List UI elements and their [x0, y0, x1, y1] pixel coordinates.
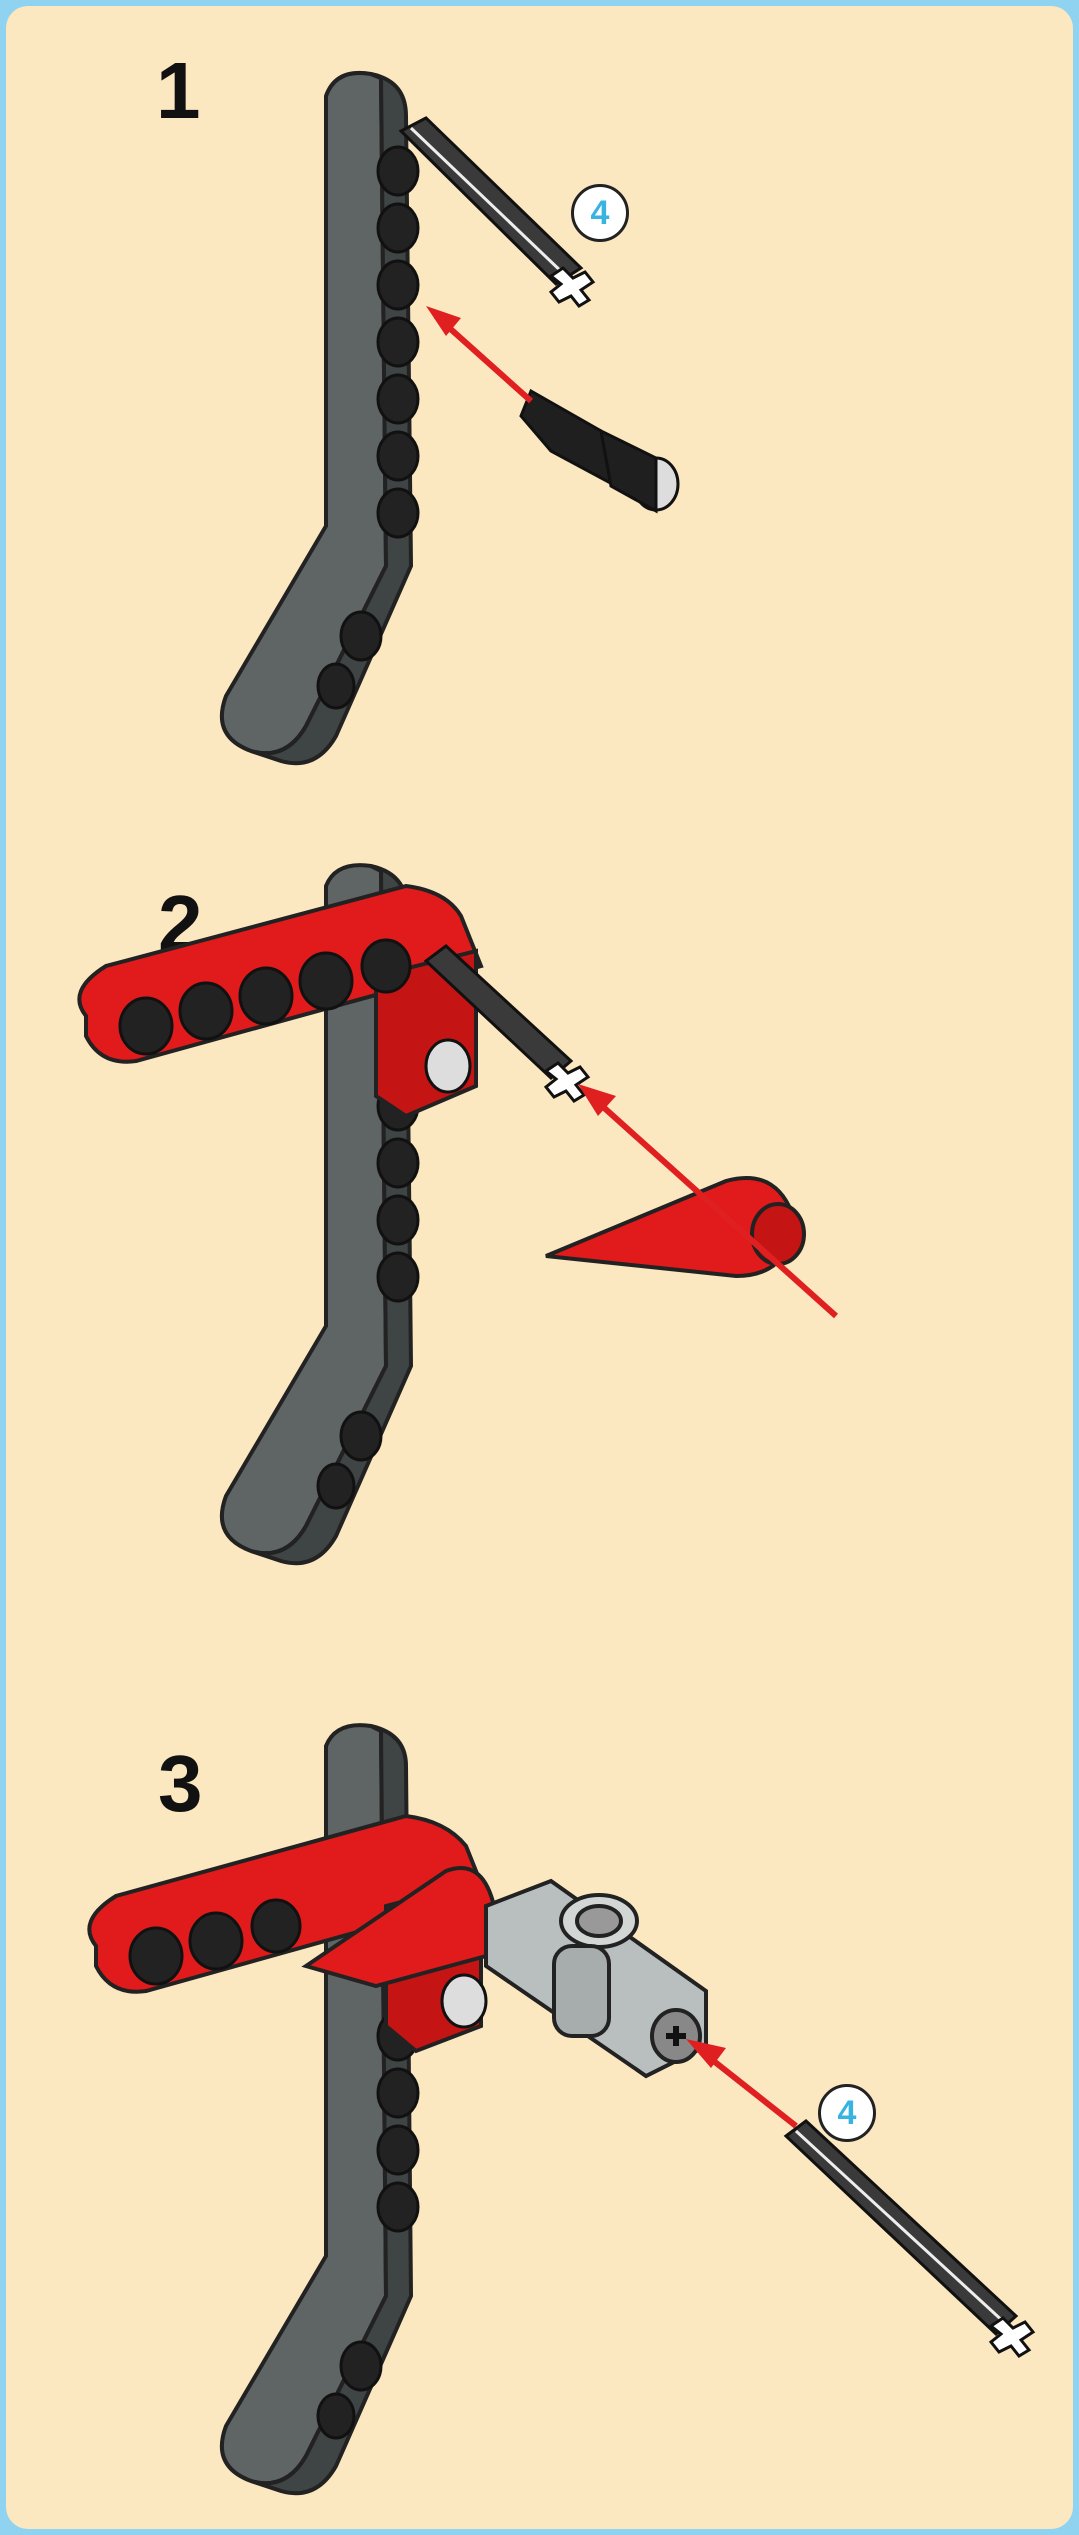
instruction-panel: 1 — [6, 6, 1073, 2529]
step-3-illustration — [6, 1706, 1073, 2526]
quantity-badge: 4 — [571, 184, 629, 242]
axle — [786, 2121, 1033, 2356]
step-2: 2 — [6, 846, 1073, 1666]
step-1-illustration — [6, 6, 1073, 826]
insert-arrow — [686, 2039, 796, 2126]
red-cone-part — [546, 1178, 804, 1276]
gray-cross-block — [486, 1881, 706, 2076]
step-2-illustration — [6, 846, 1073, 1666]
step-1: 1 — [6, 6, 1073, 826]
insert-arrow — [426, 306, 531, 401]
insert-arrow — [578, 1084, 836, 1316]
quantity-badge: 4 — [818, 2084, 876, 2142]
axle — [401, 118, 593, 306]
step-3: 3 — [6, 1706, 1073, 2526]
connector-pin — [521, 391, 678, 511]
